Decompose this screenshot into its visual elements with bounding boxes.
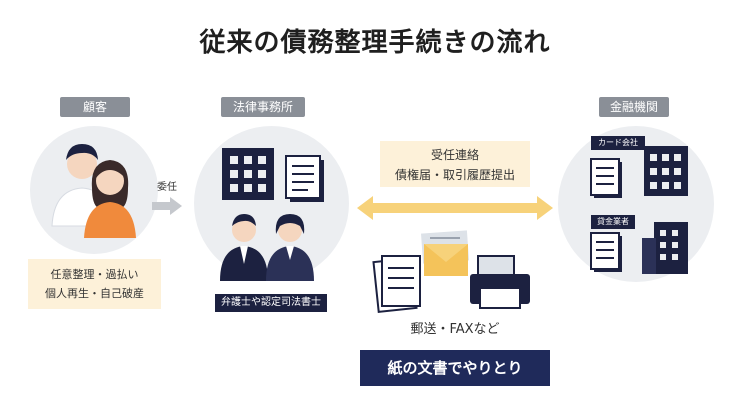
page-title: 従来の債務整理手続きの流れ	[199, 28, 551, 58]
card-company-building-icon	[644, 146, 688, 196]
lender-building-icon	[642, 222, 688, 274]
fax-machine-icon	[470, 255, 530, 309]
delegate-label: 委任	[157, 182, 177, 193]
paper-banner: 紙の文書でやりとり	[360, 350, 550, 386]
financial-circle	[558, 126, 714, 282]
office-document-icon	[285, 155, 324, 202]
paper-exchange-illustration	[372, 230, 530, 313]
client-people-illustration	[51, 144, 136, 238]
lender-document-icon	[590, 232, 622, 272]
card-company-label: カード会社	[591, 136, 645, 150]
client-circle	[30, 126, 158, 254]
envelope-icon	[421, 230, 469, 276]
method-caption: 郵送・FAXなど	[410, 322, 500, 337]
delegate-arrow-icon	[152, 197, 182, 215]
exchange-line-1: 受任連絡	[430, 148, 479, 162]
exchange-line-2: 債権届・取引履歴提出	[394, 168, 515, 182]
client-note-line-1: 任意整理・過払い	[50, 268, 139, 281]
lawyer-badge: 弁護士や認定司法書士	[215, 294, 327, 312]
two-way-arrow-icon	[357, 196, 553, 220]
client-note: 任意整理・過払い 個人再生・自己破産	[28, 259, 161, 309]
exchange-note: 受任連絡 債権届・取引履歴提出	[380, 141, 530, 187]
financial-illustration	[590, 146, 688, 274]
law-office-circle	[194, 126, 349, 281]
office-building-icon	[222, 148, 274, 200]
law-office-illustration	[220, 148, 324, 281]
lender-label: 貸金業者	[591, 215, 635, 229]
client-tag: 顧客	[60, 97, 130, 117]
paper-stack-icon	[372, 255, 421, 313]
financial-tag: 金融機関	[599, 97, 669, 117]
law-office-tag: 法律事務所	[221, 97, 305, 117]
card-company-document-icon	[590, 158, 622, 198]
client-note-line-2: 個人再生・自己破産	[45, 287, 144, 300]
